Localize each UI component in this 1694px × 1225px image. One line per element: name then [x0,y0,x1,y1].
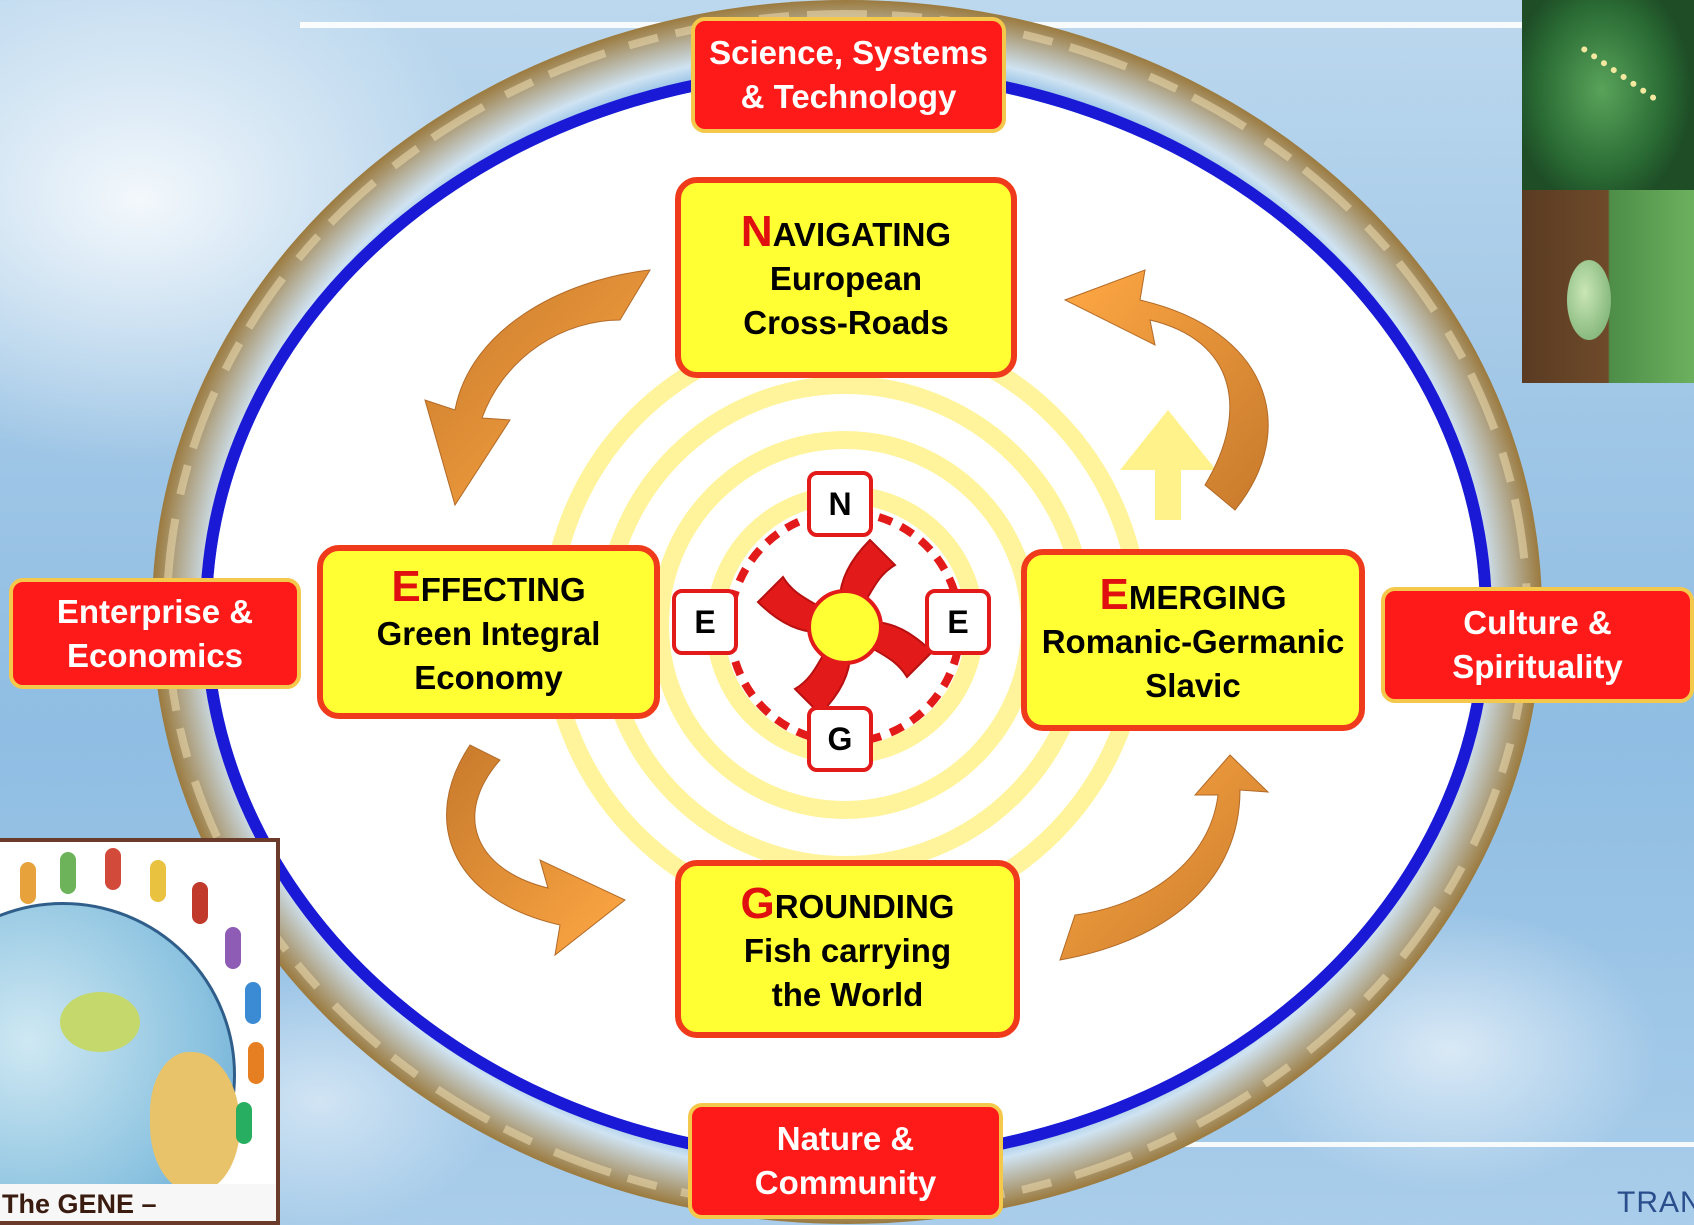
spiral-arrow-up [1120,410,1216,520]
phase-emerging-line2: Romanic-Germanic [1041,622,1345,660]
drawn-child [192,882,208,924]
drawn-child [245,982,261,1024]
phase-grounding-line2: Fish carrying [743,931,952,969]
domain-left-line1: Enterprise & [56,592,254,630]
compass-letter-n: N [807,471,873,537]
phase-effecting-title: EFFECTING [391,561,586,611]
drawn-child [236,1102,252,1144]
drawn-child [60,852,76,894]
phase-effecting-line3: Economy [414,658,563,696]
domain-top-line2: & Technology [740,78,957,115]
drawn-africa [150,1052,240,1192]
phase-grounding-title: GROUNDING [740,878,955,928]
phase-grounding-line3: the World [771,975,924,1013]
leaf-image [1522,0,1694,190]
compass-center [807,589,883,665]
arrow-grounding-to-emerging [1059,754,1270,961]
domain-nature-community: Nature & Community [688,1103,1003,1219]
compass-letter-e: E [925,589,991,655]
arrow-effecting-to-grounding [446,744,626,957]
phase-effecting-line2: Green Integral [376,614,601,652]
domain-left-line2: Economics [66,636,244,674]
drawn-europe [60,992,140,1052]
domain-bottom-line2: Community [754,1164,937,1201]
phase-navigating-line3: Cross-Roads [743,304,949,341]
phase-navigating-line2: European [769,260,923,297]
children-globe-drawing: The GENE – [0,838,280,1225]
phase-effecting: EFFECTING Green Integral Economy [317,545,660,719]
arrow-navigating-to-effecting [424,269,651,507]
compass-letter-w: E [672,589,738,655]
phase-grounding: GROUNDING Fish carrying the World [675,860,1020,1038]
domain-right-line2: Spirituality [1452,648,1623,685]
domain-science-systems-technology: Science, Systems & Technology [691,17,1006,133]
drawn-child [248,1042,264,1084]
domain-top-line1: Science, Systems [709,34,988,71]
drawn-child [225,927,241,969]
drawn-child [105,848,121,890]
drawn-child [20,862,36,904]
cocoon-image [1567,260,1611,340]
logo-text: TRAN [1617,1186,1694,1219]
domain-bottom-line1: Nature & [776,1120,915,1157]
kids-caption: The GENE – [0,1184,276,1221]
drawn-child [150,860,166,902]
phase-navigating: NAVIGATING European Cross-Roads [675,177,1017,378]
compass-letter-s: G [807,706,873,772]
phase-emerging-title: EMERGING [1099,569,1287,619]
butterfly-cocoon-photo [1522,0,1694,383]
domain-culture-spirituality: Culture & Spirituality [1381,587,1694,703]
arrow-emerging-to-navigating [1063,269,1269,511]
phase-emerging: EMERGING Romanic-Germanic Slavic [1021,549,1365,731]
phase-emerging-line3: Slavic [1145,666,1241,704]
domain-enterprise-economics: Enterprise & Economics [9,578,301,689]
domain-right-line1: Culture & [1463,604,1612,641]
bottom-divider-line [1000,1142,1694,1147]
phase-navigating-title: NAVIGATING [740,207,952,256]
